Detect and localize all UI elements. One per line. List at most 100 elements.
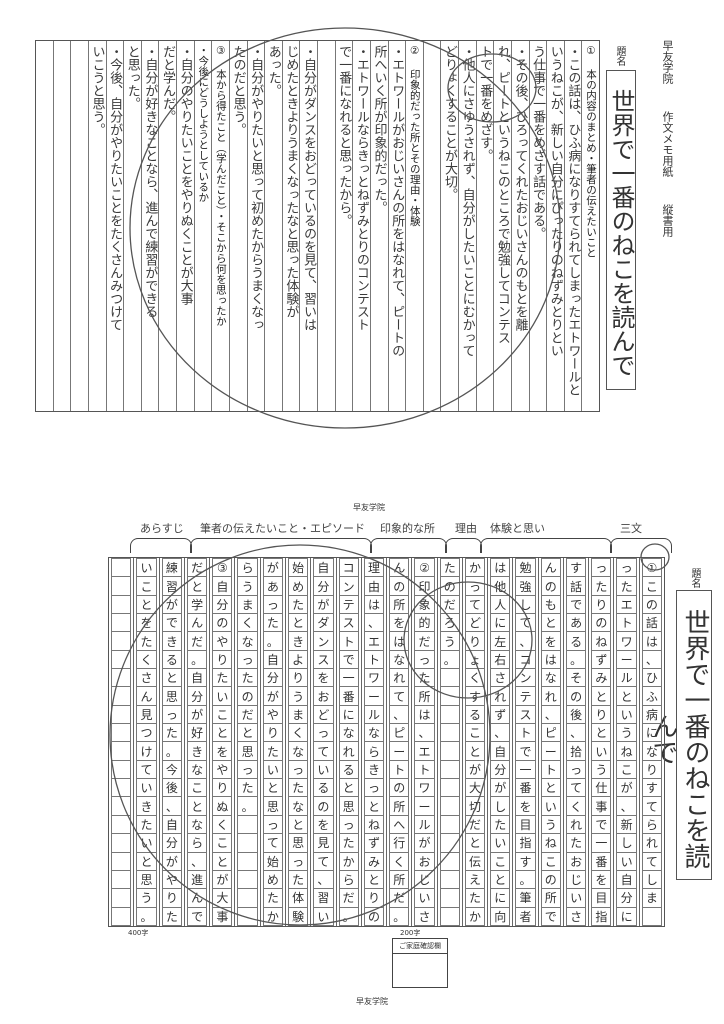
- manuscript-cell: ワ: [414, 779, 435, 798]
- manuscript-cell: 思: [338, 797, 359, 816]
- manuscript-cell: も: [540, 595, 561, 615]
- manuscript-cell: い: [414, 889, 435, 908]
- manuscript-cell: を: [515, 797, 536, 816]
- prompt-heading: ・今後にどうしようとしているか: [193, 41, 212, 411]
- manuscript-cell: の: [565, 687, 587, 706]
- manuscript-cell: 、: [363, 614, 385, 633]
- manuscript-cell: う: [540, 815, 561, 835]
- manuscript-cell: ピ: [540, 724, 561, 743]
- manuscript-cell: め: [262, 870, 284, 890]
- manuscript-cell: な: [641, 742, 662, 761]
- manuscript-cell: 事: [591, 797, 612, 816]
- manuscript-cell: を: [313, 669, 334, 688]
- manuscript-cell: と: [540, 614, 561, 633]
- manuscript-cell: [439, 870, 460, 890]
- manuscript-cell: は: [641, 632, 662, 651]
- manuscript-cell: 一: [591, 834, 612, 853]
- manuscript-cell: 目: [591, 889, 612, 908]
- manuscript-cell: い: [616, 705, 637, 725]
- manuscript-cell: 、: [161, 797, 182, 816]
- manuscript-cell: [111, 577, 132, 596]
- manuscript-cell: で: [515, 742, 536, 761]
- manuscript-cell: 分: [161, 834, 182, 853]
- manuscript-cell: と: [490, 870, 511, 890]
- manuscript-cell: り: [288, 669, 309, 688]
- manuscript-cell: し: [490, 797, 511, 816]
- manuscript-cell: と: [363, 797, 385, 816]
- manuscript-cell: ね: [363, 815, 385, 835]
- manuscript-cell: 所: [540, 889, 561, 908]
- manuscript-cell: に: [490, 614, 511, 633]
- manuscript-cell: 始: [288, 558, 309, 578]
- memo-line: ・自分が好きなことなら、進んで練習ができる: [140, 41, 159, 411]
- manuscript-cell: た: [237, 669, 258, 688]
- manuscript-cell: の: [439, 577, 460, 596]
- manuscript-cell: だ: [439, 595, 460, 615]
- manuscript-cell: っ: [262, 815, 284, 835]
- manuscript-cell: 。: [237, 797, 258, 816]
- manuscript-cell: は: [414, 705, 435, 725]
- manuscript-cell: 、: [490, 724, 511, 743]
- manuscript-cell: よ: [288, 650, 309, 670]
- manuscript-cell: す: [464, 687, 486, 706]
- orientation-label: 縦書用: [661, 204, 674, 237]
- manuscript-cell: ず: [591, 650, 612, 670]
- manuscript-cell: け: [136, 742, 157, 761]
- manuscript-cell: が: [490, 779, 511, 798]
- manuscript-cell: [111, 650, 132, 670]
- manuscript-cell: 象: [414, 595, 435, 615]
- memo-line: ・エトワールがおじいさんの所をはなれて、ピートの: [387, 41, 406, 411]
- manuscript-cell: 。: [262, 632, 284, 651]
- manuscript-cell: [237, 815, 258, 835]
- manuscript-cell: か: [464, 907, 486, 926]
- manuscript-cell: さ: [414, 907, 435, 926]
- manuscript-cell: る: [464, 705, 486, 725]
- manuscript-cell: 病: [641, 705, 662, 725]
- memo-line: [317, 41, 335, 411]
- manuscript-cell: ピ: [389, 724, 410, 743]
- manuscript-cell: い: [136, 558, 157, 578]
- memo-line: いこうと思う。: [87, 41, 106, 411]
- manuscript-cell: の: [540, 870, 561, 890]
- manuscript-cell: ン: [515, 669, 536, 688]
- manuscript-cell: 見: [313, 834, 334, 853]
- manuscript-cell: ま: [641, 889, 662, 908]
- manuscript-cell: り: [591, 595, 612, 615]
- manuscript-cell: 始: [262, 852, 284, 871]
- manuscript-cell: が: [313, 595, 334, 615]
- manuscript-cell: て: [313, 742, 334, 761]
- manuscript-cell: ょ: [464, 650, 486, 670]
- manuscript-cell: て: [515, 614, 536, 633]
- manuscript-cell: 分: [262, 669, 284, 688]
- manuscript-cell: 由: [363, 577, 385, 596]
- manuscript-column: んのもとをはなれ、ピートというねこの所で: [537, 558, 563, 926]
- manuscript-cell: 。: [439, 650, 460, 670]
- manuscript-column: [109, 558, 133, 926]
- annotation-label: 三文: [620, 522, 642, 535]
- memo-line: [36, 41, 53, 411]
- manuscript-cell: [111, 834, 132, 853]
- manuscript-cell: の: [389, 779, 410, 798]
- manuscript-cell: い: [313, 760, 334, 780]
- manuscript-cell: 事: [212, 907, 233, 926]
- manuscript-cell: れ: [540, 687, 561, 706]
- manuscript-cell: ま: [237, 595, 258, 615]
- manuscript-cell: に: [616, 907, 637, 926]
- manuscript-cell: ン: [313, 632, 334, 651]
- manuscript-cell: 験: [288, 907, 309, 926]
- manuscript-cell: だ: [464, 815, 486, 835]
- manuscript-cell: を: [136, 614, 157, 633]
- manuscript-cell: コ: [515, 650, 536, 670]
- manuscript-cell: た: [464, 889, 486, 908]
- manuscript-cell: ひ: [641, 669, 662, 688]
- memo-line: あった。: [264, 41, 282, 411]
- manuscript-cell: さ: [490, 669, 511, 688]
- manuscript-cell: う: [439, 632, 460, 651]
- manuscript-cell: 分: [313, 577, 334, 596]
- manuscript-cell: る: [161, 650, 182, 670]
- manuscript-cell: 習: [161, 577, 182, 596]
- manuscript-cell: 自: [616, 870, 637, 890]
- manuscript-cell: て: [262, 834, 284, 853]
- manuscript-cell: エ: [616, 595, 637, 615]
- manuscript-cell: 、: [565, 724, 587, 743]
